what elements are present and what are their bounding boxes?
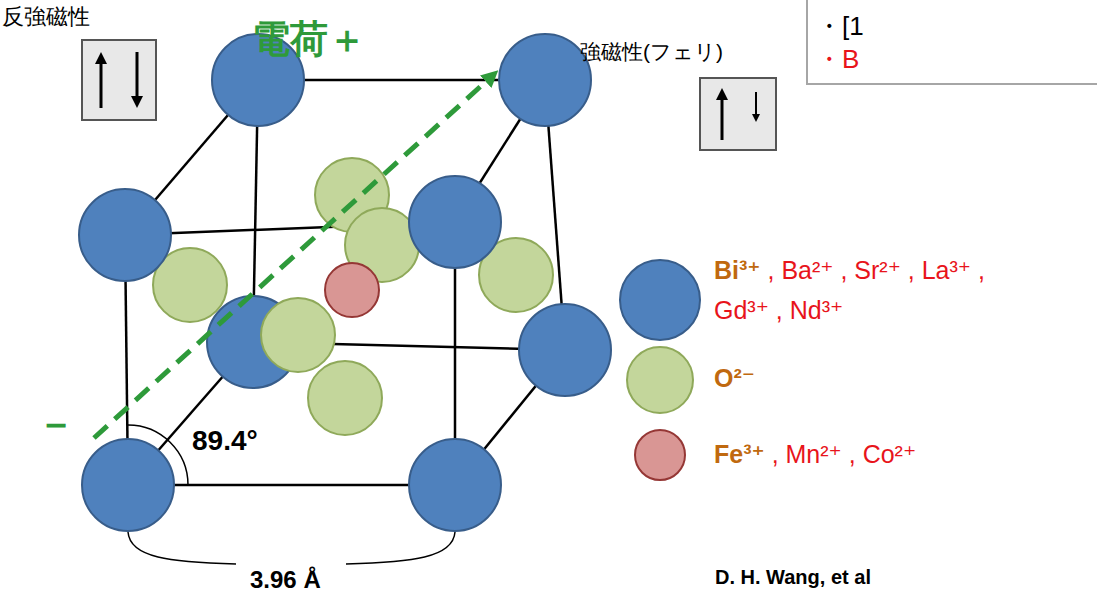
legend-text: Fe³⁺ , Mn²⁺ , Co²⁺: [714, 434, 1006, 474]
dimension-bracket: [128, 532, 236, 564]
legend-entry: O²⁻: [714, 358, 914, 398]
legend-text: Bi³⁺ , Ba²⁺ , Sr²⁺ , La³⁺ , Gd³⁺ , Nd³⁺: [714, 250, 1006, 330]
note-text: ・[1: [816, 10, 1096, 43]
a-site-atoms-front: [79, 176, 501, 531]
b-site-atom: [325, 263, 379, 317]
antiferromagnetic-symbol: [82, 40, 156, 120]
legend-swatch: [627, 347, 693, 413]
legend-entry: Bi³⁺ , Ba²⁺ , Sr²⁺ , La³⁺ , Gd³⁺ , Nd³⁺: [714, 250, 1006, 330]
note-text: ・B: [816, 43, 1096, 76]
reference-note: D. H. Wang, et al: [715, 566, 871, 589]
polarization-arrow: [94, 76, 492, 438]
dimension-bracket: [346, 532, 455, 564]
note-box: ・[1・B: [806, 0, 1097, 85]
oxygen-atom-front: [261, 298, 335, 372]
ferrimagnetic-symbol: [700, 78, 776, 150]
dimension-value: 3.96 Å: [250, 566, 321, 594]
charge-label: －: [36, 400, 76, 446]
charge-label: 電荷＋: [252, 18, 366, 62]
a-site-atoms-back: [207, 34, 611, 396]
magnetism-label: 反強磁性: [2, 4, 90, 29]
legend-swatch: [620, 260, 700, 340]
angle-value: 89.4°: [192, 425, 258, 457]
legend-entry: Fe³⁺ , Mn²⁺ , Co²⁺: [714, 434, 1006, 474]
angle-arc: [127, 425, 188, 485]
legend-swatch: [635, 430, 685, 480]
magnetism-label: 強磁性(フェリ): [580, 40, 723, 64]
legend-text: O²⁻: [714, 358, 914, 398]
cube-edges: [125, 80, 565, 485]
